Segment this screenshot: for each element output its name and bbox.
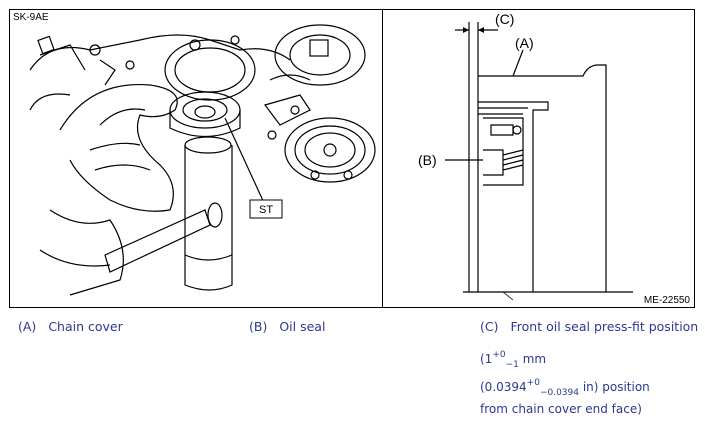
spec-imperial-upper-tol: +0	[526, 378, 540, 388]
spec-imperial-suffix: in) position	[579, 380, 650, 394]
legend-item-c: (C) Front oil seal press-fit position	[480, 319, 698, 334]
callout-c: (C)	[495, 11, 514, 27]
spec-metric: (1+0−1 mm	[480, 350, 547, 371]
legend-item-b: (B) Oil seal	[249, 319, 325, 334]
spec-metric-value: (1	[480, 352, 493, 366]
oil-seal-installation-drawing: ST	[29, 24, 376, 296]
spec-imperial: (0.0394+0−0.0394 in) position	[480, 378, 650, 399]
st-label: ST	[259, 204, 273, 216]
panel-divider	[382, 10, 383, 307]
spec-imperial-value: (0.0394	[480, 380, 527, 394]
figure-code-left: SK-9AE	[13, 12, 49, 23]
callout-a: (A)	[515, 35, 534, 51]
legend-code-b: (B)	[249, 319, 268, 334]
legend-text-a: Chain cover	[48, 319, 123, 334]
callout-b: (B)	[418, 152, 437, 168]
legend-code-c: (C)	[480, 319, 499, 334]
spec-reference: from chain cover end face)	[480, 402, 642, 416]
spec-metric-lower-tol: −1	[505, 360, 519, 371]
spec-imperial-lower-tol: −0.0394	[539, 388, 579, 399]
oil-seal-cross-section-drawing: (C) (A) (B)	[418, 11, 633, 301]
illustration-frame: SK-9AE	[9, 9, 695, 308]
spec-metric-unit: mm	[518, 352, 547, 366]
legend-text-b: Oil seal	[279, 319, 326, 334]
legend-item-a: (A) Chain cover	[18, 319, 123, 334]
figure-code-right: ME-22550	[643, 295, 690, 306]
legend-text-c: Front oil seal press-fit position	[510, 319, 699, 334]
legend-code-a: (A)	[18, 319, 37, 334]
spec-metric-upper-tol: +0	[492, 350, 506, 360]
st-label-box	[249, 199, 283, 219]
